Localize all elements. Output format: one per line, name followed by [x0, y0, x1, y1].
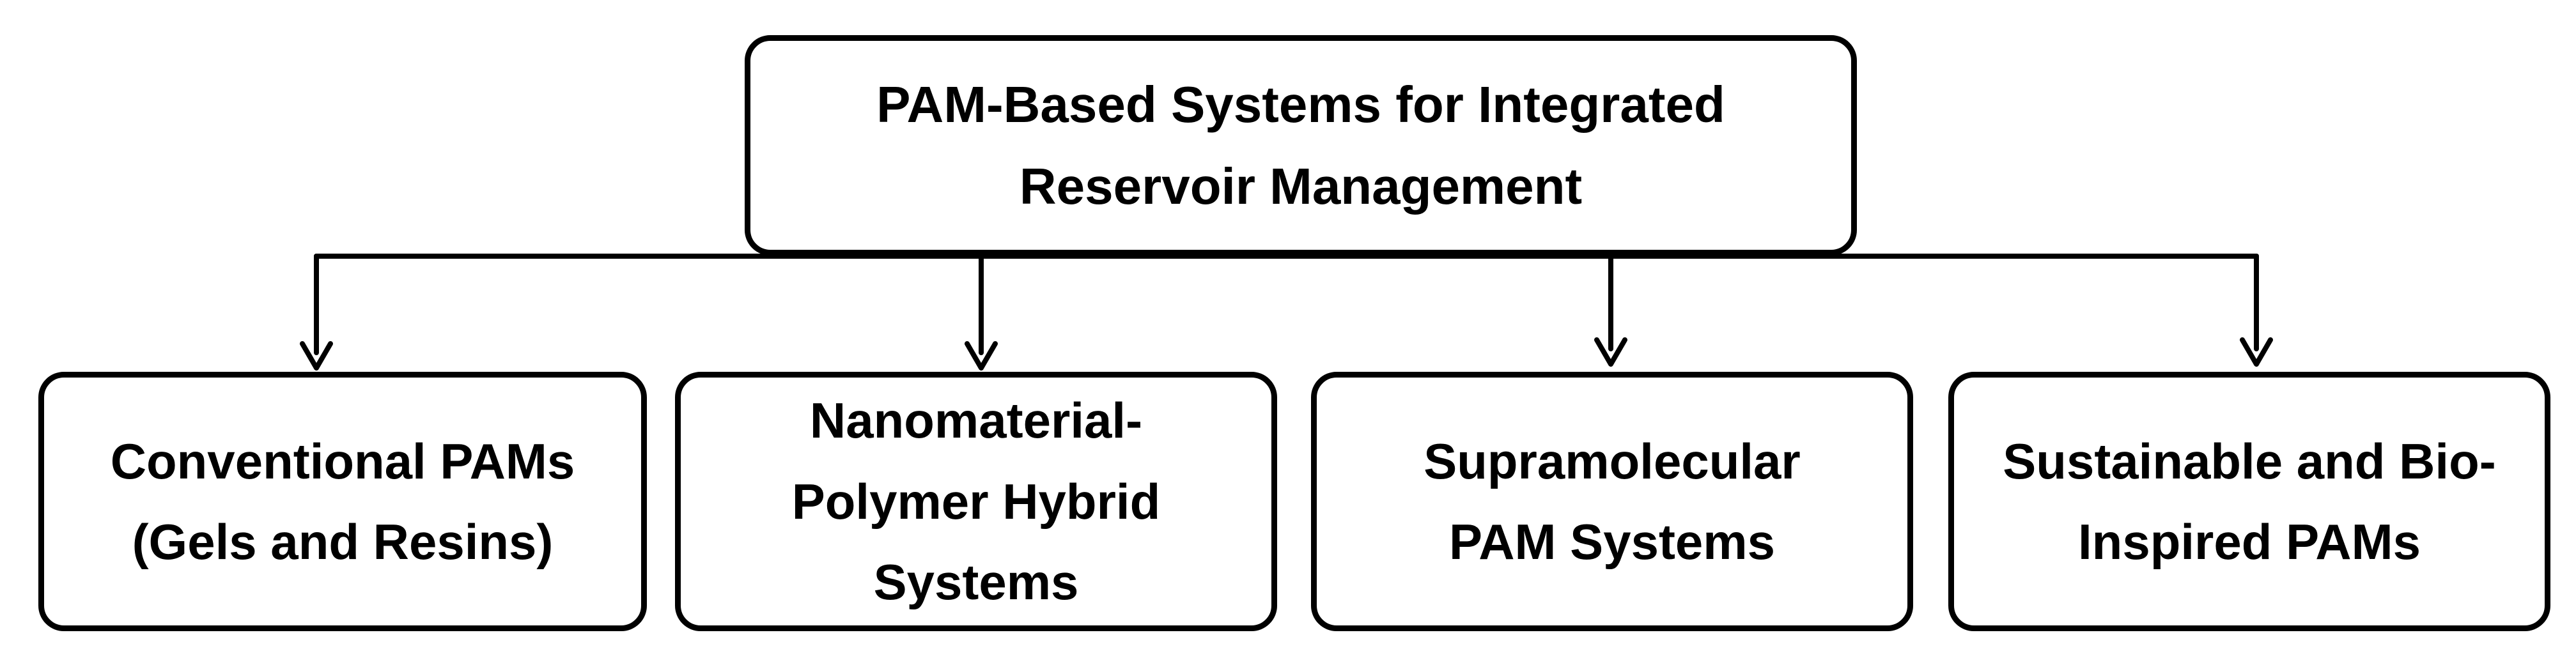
- arrow-to-child-0: [300, 254, 333, 371]
- arrow-to-child-3: [2240, 254, 2273, 367]
- node-sustainable-bio-inspired-label: Sustainable and Bio- Inspired PAMs: [2003, 432, 2496, 570]
- arrow-to-child-2: [1594, 254, 1627, 367]
- node-nanomaterial-polymer-hybrid: Nanomaterial- Polymer Hybrid Systems: [675, 372, 1277, 631]
- node-sustainable-bio-inspired: Sustainable and Bio- Inspired PAMs: [1948, 372, 2550, 631]
- node-supramolecular-pam: Supramolecular PAM Systems: [1311, 372, 1913, 631]
- node-root-label: PAM-Based Systems for Integrated Reservo…: [876, 75, 1725, 215]
- node-root-pam-systems: PAM-Based Systems for Integrated Reservo…: [745, 35, 1857, 256]
- node-supramolecular-pam-label: Supramolecular PAM Systems: [1424, 432, 1801, 570]
- node-conventional-pams: Conventional PAMs (Gels and Resins): [38, 372, 647, 631]
- arrow-to-child-1: [965, 254, 998, 371]
- node-conventional-pams-label: Conventional PAMs (Gels and Resins): [110, 432, 575, 570]
- node-nanomaterial-polymer-hybrid-label: Nanomaterial- Polymer Hybrid Systems: [791, 392, 1161, 611]
